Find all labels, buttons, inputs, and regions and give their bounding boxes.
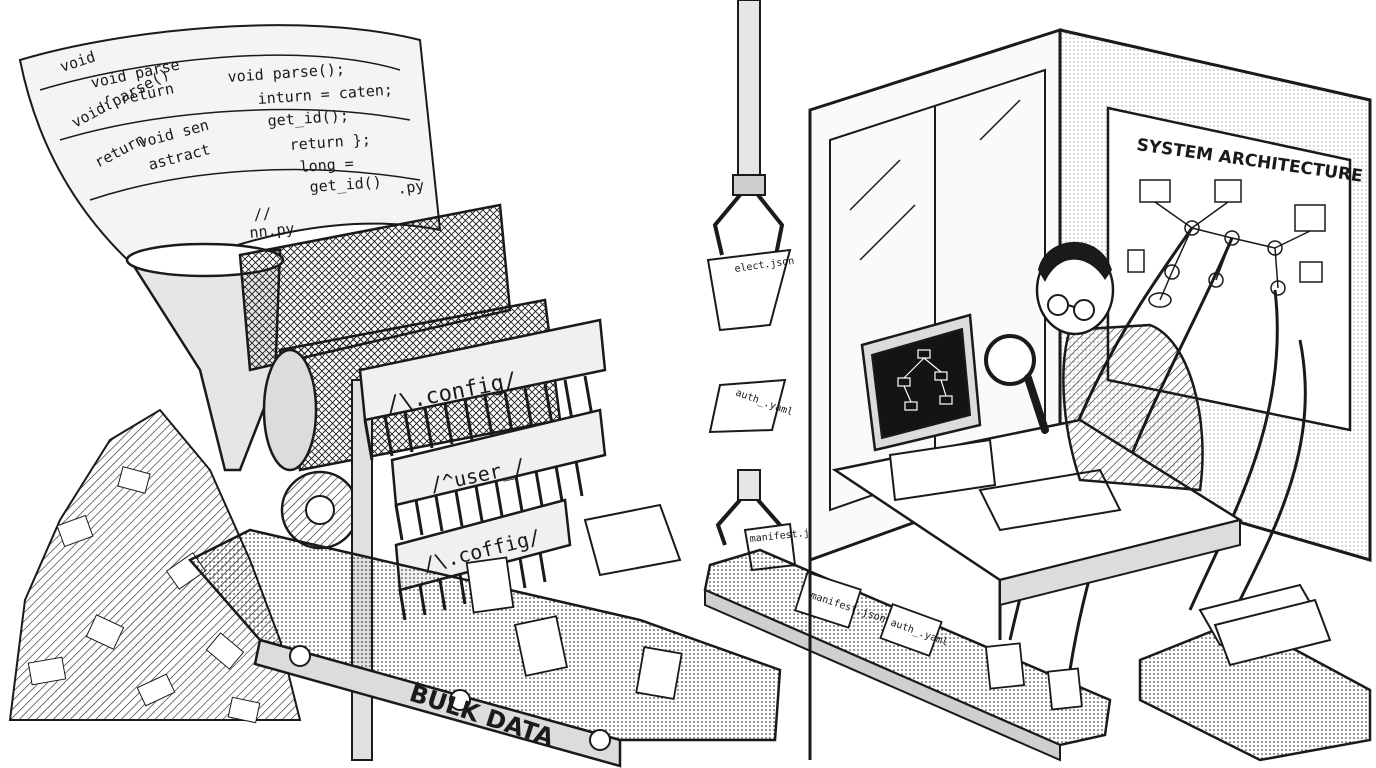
filtered-sheets — [465, 503, 683, 700]
code-sheet-stream — [18, 24, 442, 282]
magnifying-glass-icon — [984, 334, 1049, 434]
code-sheet-text: long = — [299, 154, 354, 176]
shredded-paper-pile — [8, 408, 302, 724]
bulk-data-conveyor: BULK DATA — [187, 528, 782, 768]
code-sheet-text: nn.py — [249, 219, 296, 242]
code-sheet-text: .py — [396, 176, 425, 198]
code-sheet-text: get_id() — [309, 173, 382, 196]
code-sheet-text: // — [253, 204, 273, 224]
monitor — [860, 313, 982, 452]
code-sheet-text: return }; — [289, 130, 371, 154]
claw-held-scroll: elect.json — [706, 248, 795, 332]
regex-filter-comb: /^user_/ — [390, 408, 607, 541]
code-sheet-text: get_id(); — [267, 106, 349, 130]
gear-icon — [280, 470, 360, 550]
inspector-person — [1035, 241, 1204, 492]
claw-pole — [712, 0, 785, 256]
tree-diagram-icon — [897, 349, 953, 411]
output-conveyor — [1138, 583, 1372, 762]
tagged-scrolls — [984, 642, 1083, 711]
falling-scroll: auth_.yaml — [708, 378, 794, 434]
